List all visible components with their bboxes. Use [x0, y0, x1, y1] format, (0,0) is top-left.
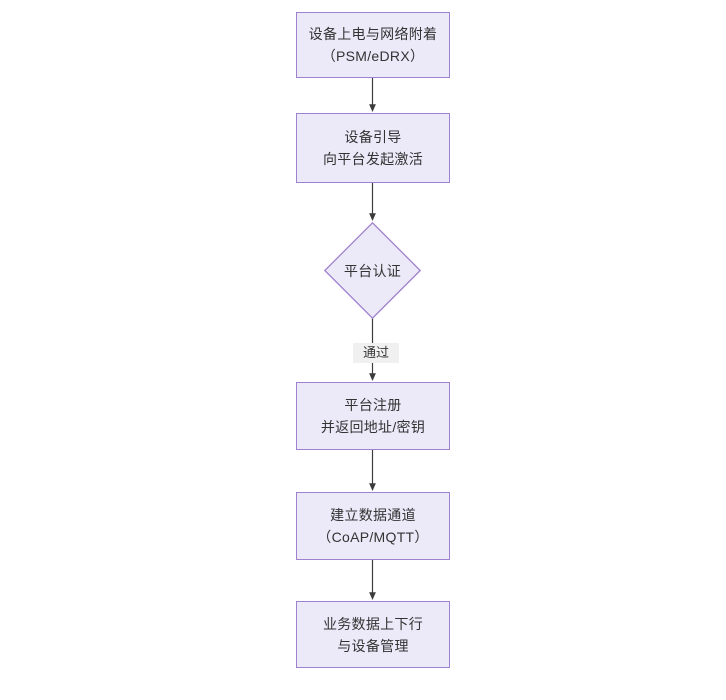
edge-label-pass: 通过 [353, 343, 399, 363]
node-platform-register-line-2: 并返回地址/密钥 [320, 419, 426, 435]
node-business-data-line-1: 业务数据上下行 [322, 615, 424, 632]
node-business-data-line-2: 与设备管理 [337, 637, 409, 654]
node-bootstrap-line-1: 设备引导 [344, 129, 402, 145]
node-power-on[interactable]: 设备上电与网络附着 （PSM/eDRX） [296, 12, 450, 78]
node-power-on-line-2: （PSM/eDRX） [321, 48, 425, 64]
node-power-on-line-1: 设备上电与网络附着 [308, 26, 438, 42]
node-data-channel-line-2: （CoAP/MQTT） [317, 529, 429, 545]
diamond-shape [324, 222, 421, 319]
node-platform-auth[interactable]: 平台认证 [324, 222, 421, 319]
node-platform-register-line-1: 平台注册 [344, 397, 402, 413]
node-platform-auth-label: 平台认证 [343, 262, 402, 279]
node-business-data[interactable]: 业务数据上下行 与设备管理 [296, 601, 450, 668]
node-bootstrap[interactable]: 设备引导 向平台发起激活 [296, 113, 450, 183]
node-data-channel[interactable]: 建立数据通道 （CoAP/MQTT） [296, 492, 450, 560]
node-platform-register[interactable]: 平台注册 并返回地址/密钥 [296, 382, 450, 450]
node-bootstrap-line-2: 向平台发起激活 [322, 151, 424, 167]
node-data-channel-line-1: 建立数据通道 [330, 507, 416, 523]
